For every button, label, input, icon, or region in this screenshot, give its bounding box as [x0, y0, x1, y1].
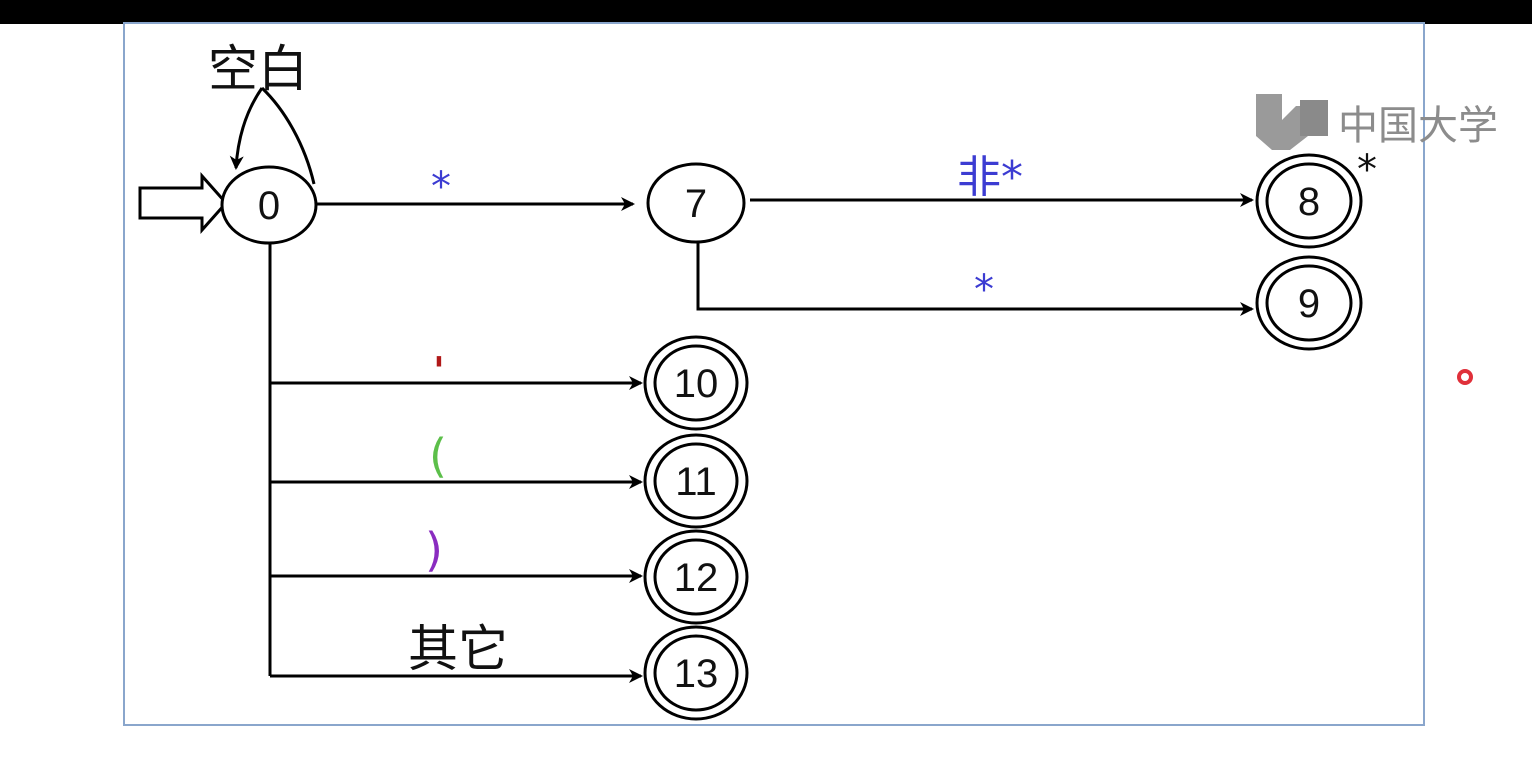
watermark-logo: 中国大学 — [1256, 94, 1498, 150]
self-loop-edge-right — [260, 86, 316, 185]
edge-7-to-9 — [696, 242, 1254, 316]
state-8-marker: * — [1357, 147, 1377, 193]
self-loop-label: 空白 — [208, 40, 308, 98]
state-0-label: 0 — [258, 184, 280, 228]
edge-0-to-11-label: ( — [429, 429, 447, 483]
state-7-label: 7 — [685, 182, 707, 226]
state-8 — [1255, 153, 1363, 249]
state-8-inner-ring — [1265, 162, 1353, 240]
state-10-inner-ring — [653, 344, 739, 422]
state-12 — [643, 529, 749, 625]
state-10 — [643, 335, 749, 431]
edge-7-to-9-label: * — [974, 267, 994, 313]
state-11-inner-ring — [653, 442, 739, 520]
self-loop-edge-left — [229, 87, 264, 170]
edge-0-to-13-label: 其它 — [408, 620, 508, 678]
state-11-label: 11 — [675, 460, 717, 504]
state-13-inner-ring — [653, 634, 739, 712]
state-11 — [643, 433, 749, 529]
state-13-label: 13 — [674, 652, 719, 696]
state-13 — [643, 625, 749, 721]
edge-7-to-8-label: 非* — [957, 152, 1023, 203]
start-arrow-icon — [138, 172, 229, 234]
state-9-inner-ring — [1265, 264, 1353, 342]
state-12-inner-ring — [653, 538, 739, 616]
state-12-label: 12 — [674, 556, 719, 600]
logo-block-icon — [1300, 100, 1328, 136]
state-9 — [1255, 255, 1363, 351]
edge-0-to-12-label: ) — [425, 523, 443, 577]
edge-0-to-7-label: * — [431, 164, 451, 210]
state-7 — [646, 162, 746, 244]
watermark-text: 中国大学 — [1338, 103, 1498, 149]
state-8-label: 8 — [1298, 180, 1320, 224]
diagram-frame — [123, 22, 1425, 726]
pointer-dot-icon — [1457, 369, 1473, 385]
state-10-label: 10 — [674, 362, 719, 406]
logo-icon — [1256, 94, 1308, 150]
edge-0-to-10-label: ' — [433, 349, 445, 393]
state-9-label: 9 — [1298, 282, 1320, 326]
top-black-bar — [0, 0, 1532, 24]
